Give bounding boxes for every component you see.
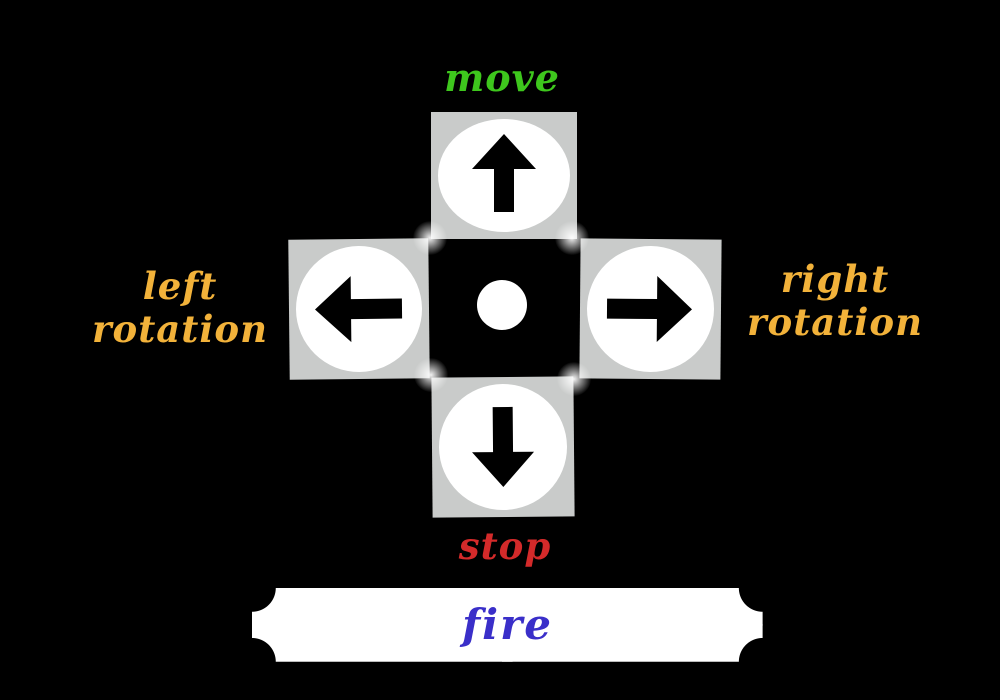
stop-down-button[interactable]: [431, 376, 575, 518]
center-dot[interactable]: [477, 280, 527, 330]
left-rotation-label: left rotation: [60, 265, 300, 350]
arrow-up-icon: [472, 134, 536, 212]
corner-glow: [555, 221, 589, 255]
move-label: move: [444, 55, 560, 100]
right-rotation-label: right rotation: [715, 258, 955, 343]
left-rotation-label-line2: rotation: [92, 306, 268, 351]
arrow-left-icon: [315, 276, 403, 343]
fire-button-label: fire: [462, 600, 553, 649]
rotate-right-button[interactable]: [579, 238, 722, 380]
fire-button[interactable]: fire: [252, 588, 763, 662]
corner-glow: [414, 358, 448, 392]
stop-label: stop: [458, 524, 552, 568]
move-up-button[interactable]: [431, 112, 577, 239]
arrow-right-icon: [606, 276, 692, 343]
left-rotation-label-line1: left: [142, 264, 218, 308]
arrow-down-icon: [472, 406, 535, 487]
rotate-left-button[interactable]: [288, 238, 430, 380]
right-rotation-label-line1: right: [780, 257, 890, 301]
corner-glow: [413, 221, 447, 255]
right-rotation-label-line2: rotation: [747, 299, 923, 344]
corner-glow: [557, 362, 591, 396]
